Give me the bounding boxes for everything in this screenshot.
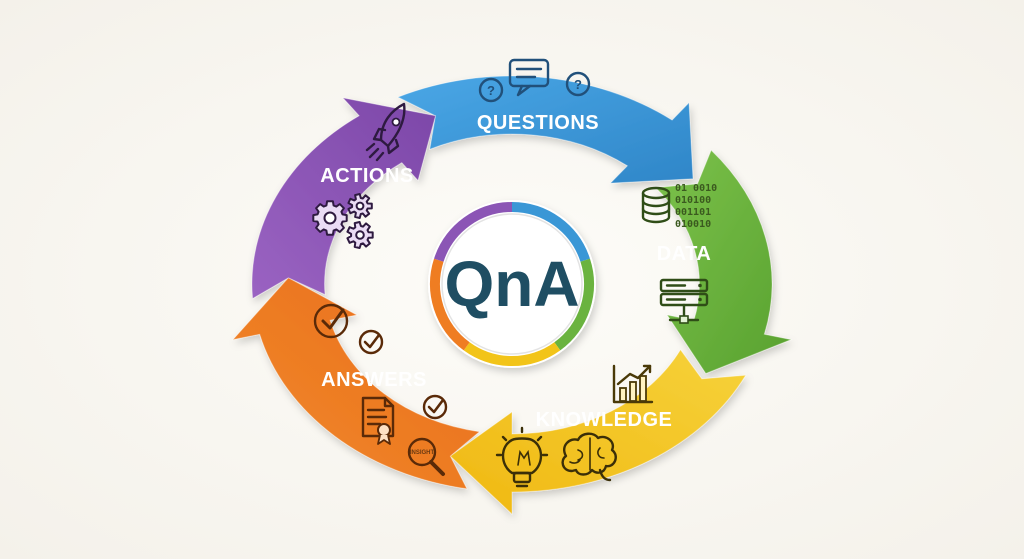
answers-arrow xyxy=(231,277,481,490)
server-rack-icon xyxy=(659,278,709,324)
center-ring-segment xyxy=(511,202,590,262)
rocket-icon xyxy=(365,102,406,162)
answers-icons: INSIGHT xyxy=(313,303,448,476)
check-circle-icon xyxy=(358,329,384,355)
svg-text:010100: 010100 xyxy=(675,195,711,206)
center-badge: QnA xyxy=(428,200,596,368)
center-ring-segment xyxy=(430,258,470,351)
question-bubble-icon: ? xyxy=(565,71,591,97)
center-ring-segment xyxy=(434,202,513,262)
questions-label: QUESTIONS xyxy=(477,112,599,134)
data-icons: 01 0010 010100 001101 010010 xyxy=(641,183,717,324)
lightbulb-icon xyxy=(495,426,549,488)
center-title: QnA xyxy=(444,248,579,320)
questions-arrow xyxy=(396,75,694,184)
check-circle-icon xyxy=(313,303,349,339)
question-bubble-icon: ? xyxy=(478,77,504,103)
center-ring-segment xyxy=(554,258,594,351)
knowledge-label: KNOWLEDGE xyxy=(536,409,673,431)
check-circle-icon xyxy=(422,394,448,420)
gear-hub xyxy=(323,211,337,225)
svg-text:001101: 001101 xyxy=(675,207,711,218)
svg-text:010010: 010010 xyxy=(675,219,711,230)
knowledge-arrow xyxy=(449,348,747,516)
gear-hub xyxy=(355,201,365,211)
bar-chart-growth-icon xyxy=(612,364,654,404)
data-arrow xyxy=(654,149,793,375)
svg-text:?: ? xyxy=(487,83,495,98)
actions-icons xyxy=(312,102,406,249)
svg-text:INSIGHT: INSIGHT xyxy=(410,450,435,456)
actions-label: ACTIONS xyxy=(320,165,414,187)
actions-arrow xyxy=(251,97,437,300)
svg-text:01 0010: 01 0010 xyxy=(675,183,717,194)
answers-label: ANSWERS xyxy=(321,369,427,391)
database-icon xyxy=(641,186,671,224)
knowledge-icons xyxy=(495,364,654,488)
data-label: DATA xyxy=(657,243,712,265)
binary-code-icon: 01 0010 010100 001101 010010 xyxy=(675,183,717,230)
center-ring-segment xyxy=(463,342,561,367)
gear-hub xyxy=(355,230,365,240)
document-certificate-icon xyxy=(361,396,395,445)
brain-icon xyxy=(561,432,617,482)
gears-icon xyxy=(312,193,374,249)
magnifier-insight-icon: INSIGHT xyxy=(407,437,445,476)
questions-icons: ? ? xyxy=(478,58,591,103)
svg-text:?: ? xyxy=(574,77,582,92)
chat-bubble-icon xyxy=(508,58,550,97)
